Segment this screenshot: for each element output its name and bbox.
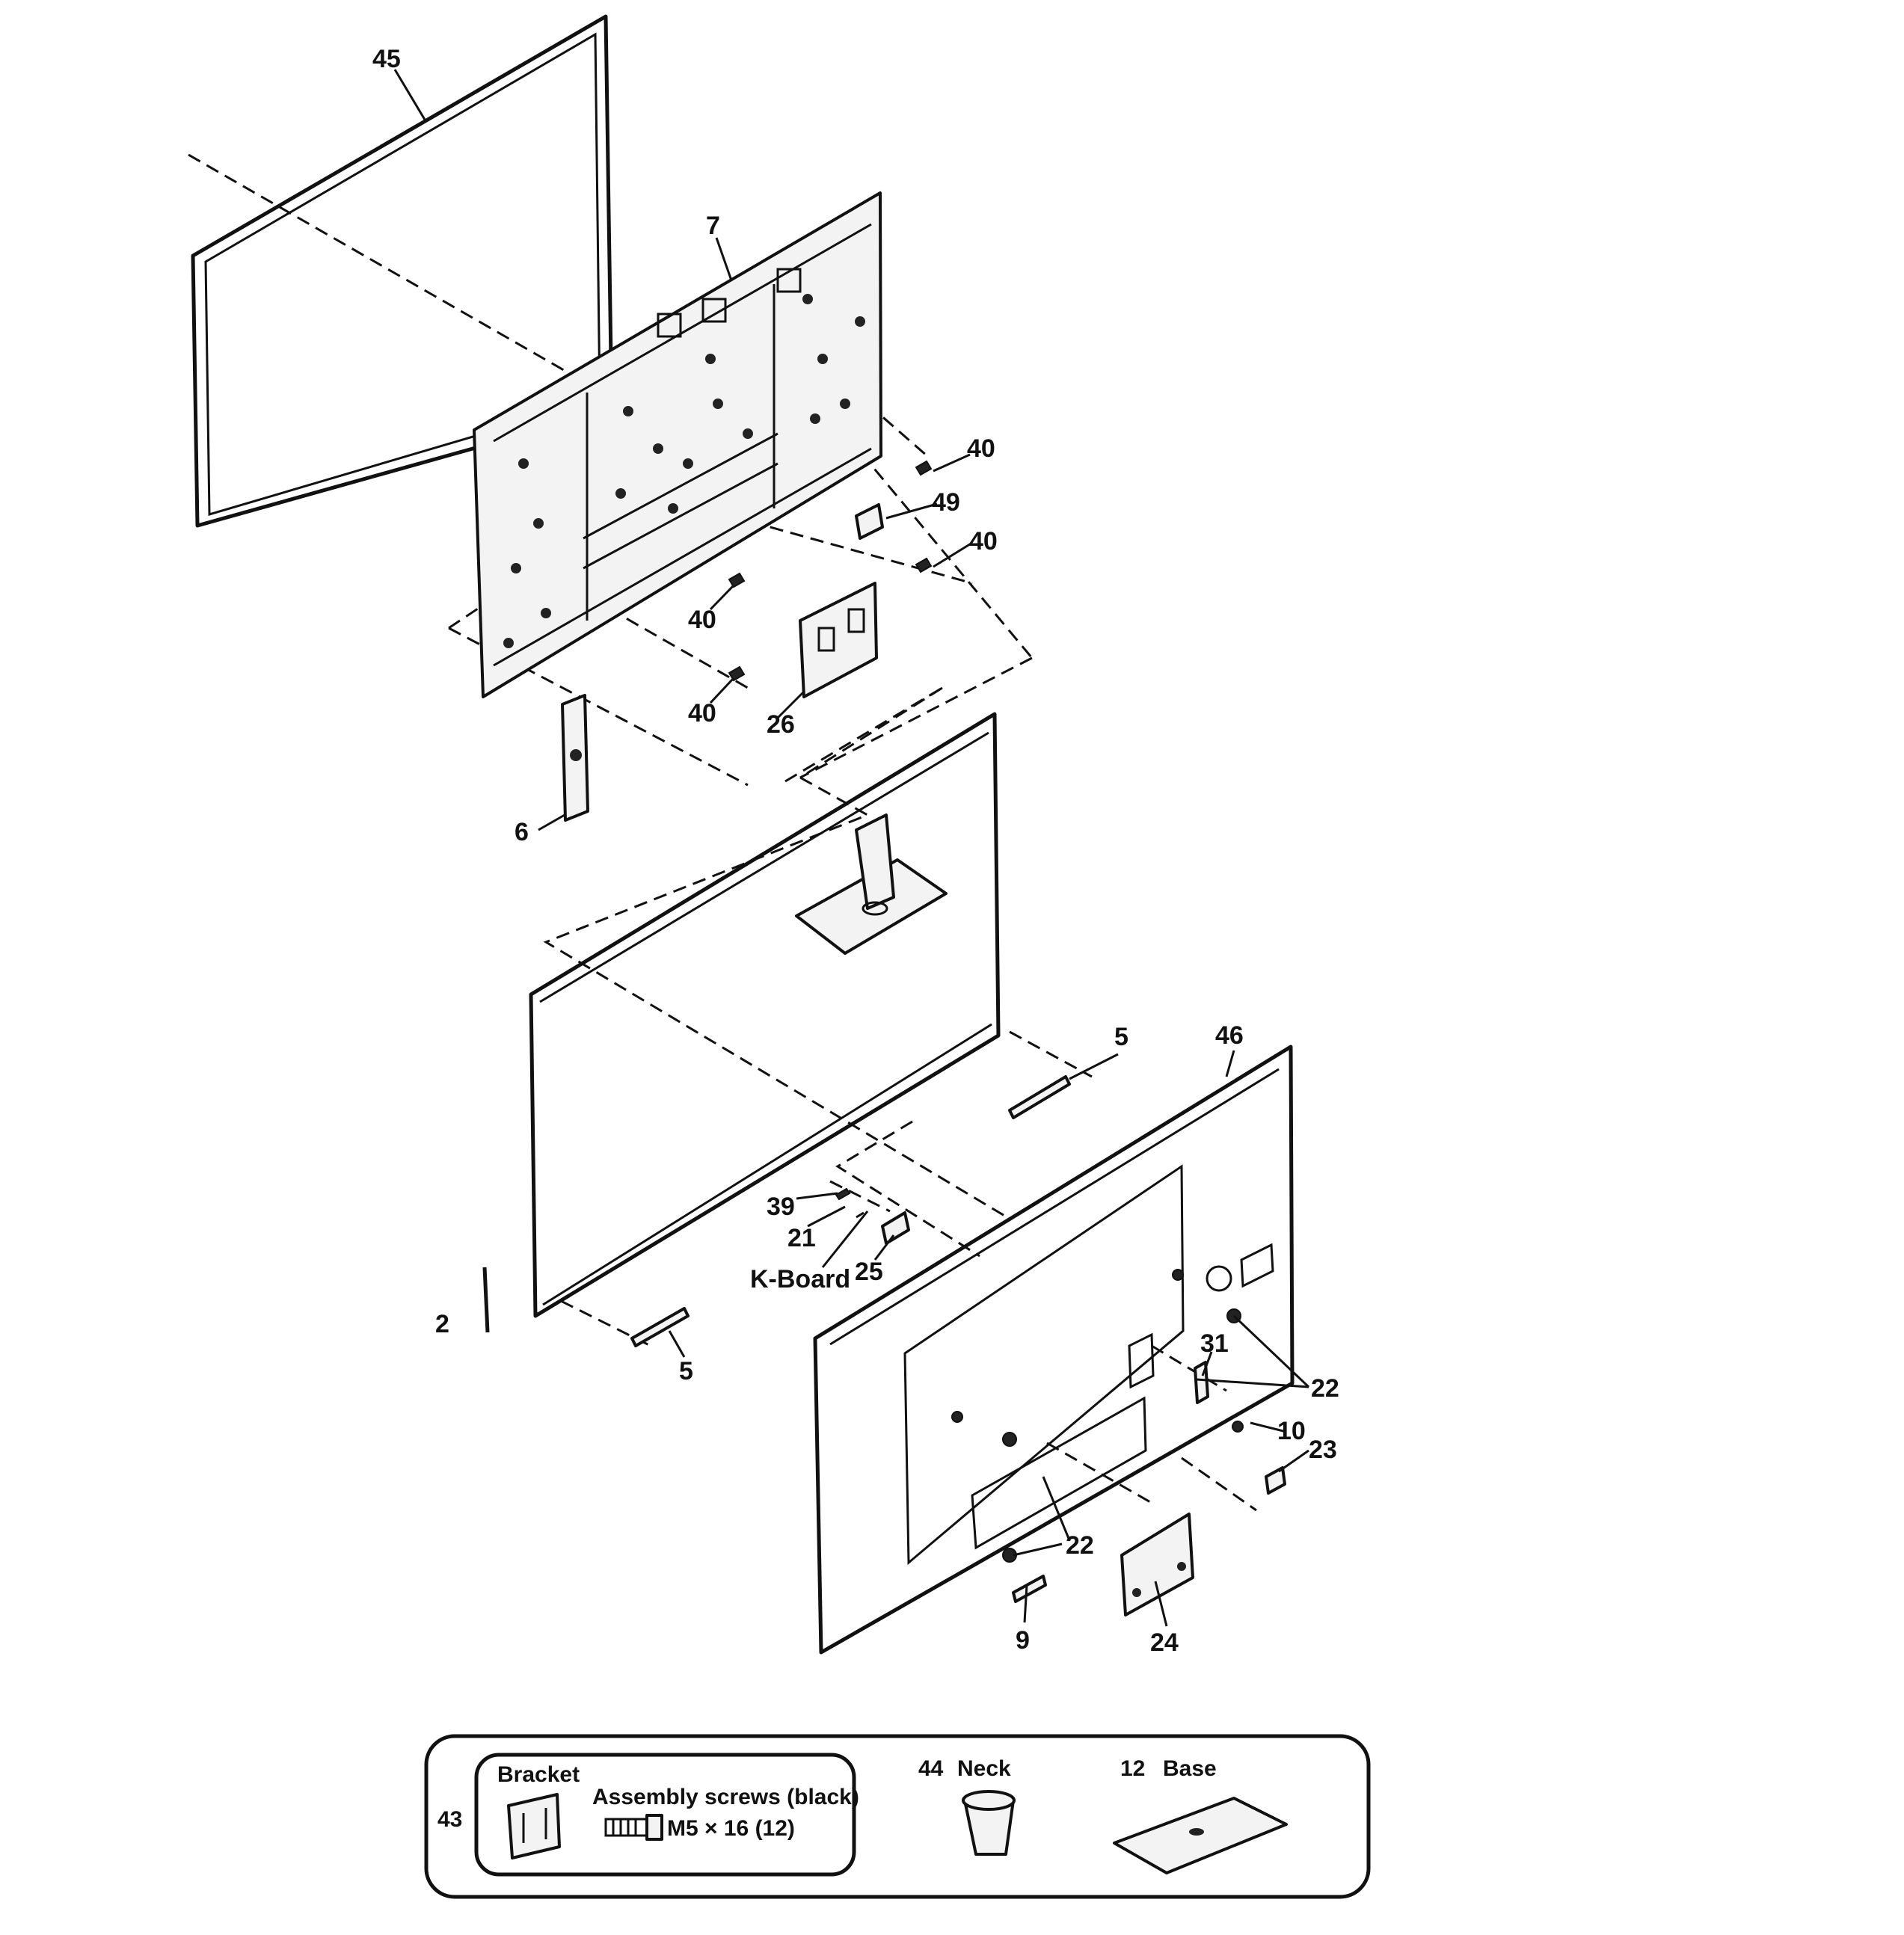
k-board-parts — [835, 1187, 910, 1245]
callout-31: 31 — [1200, 1329, 1229, 1358]
callout-26: 26 — [767, 710, 795, 739]
screw-22-icon — [951, 1269, 1241, 1563]
callout-40: 40 — [688, 606, 716, 634]
part-5-speaker-top — [1008, 1075, 1071, 1119]
part-6-side-bracket — [561, 694, 589, 822]
callout-39: 39 — [767, 1193, 795, 1221]
callout-9: 9 — [1016, 1626, 1030, 1655]
part-10-screw — [1232, 1421, 1244, 1433]
legend-item-44-label: Neck — [957, 1756, 1011, 1781]
leader-lines — [393, 69, 1310, 1627]
part-2-panel — [482, 712, 1001, 1333]
part-24-rear-bracket — [1120, 1513, 1194, 1616]
neck-icon — [962, 1790, 1016, 1856]
legend-item-44-number: 44 — [918, 1756, 944, 1781]
part-49-bracket — [855, 503, 884, 540]
callout-40: 40 — [969, 527, 998, 556]
callout-6: 6 — [515, 818, 529, 846]
callout-23: 23 — [1309, 1436, 1337, 1464]
stand-assembly — [795, 813, 948, 955]
callout-40: 40 — [688, 699, 716, 727]
callout-24: 24 — [1150, 1628, 1179, 1657]
legend-item-12-label: Base — [1163, 1756, 1217, 1781]
callout-46: 46 — [1215, 1021, 1244, 1050]
callout-22: 22 — [1311, 1374, 1339, 1403]
callout-5: 5 — [1114, 1023, 1128, 1051]
base-icon — [1113, 1797, 1288, 1874]
legend-screws-spec: M5 × 16 (12) — [667, 1816, 795, 1841]
callout-45: 45 — [372, 45, 401, 73]
legend-item-12-number: 12 — [1120, 1756, 1145, 1781]
part-23-connector — [1265, 1466, 1286, 1495]
callout-7: 7 — [706, 212, 720, 240]
part-26-stand-bracket — [799, 582, 878, 698]
legend-screws-label: Assembly screws (black) — [592, 1785, 859, 1809]
callout-k-board: K-Board — [750, 1265, 850, 1293]
callout-21: 21 — [787, 1224, 816, 1252]
chassis-mounting-holes — [503, 294, 865, 648]
bracket-icon — [507, 1793, 561, 1859]
legend-item-43-number: 43 — [437, 1807, 462, 1832]
callout-25: 25 — [855, 1258, 883, 1286]
part-5-speaker-bottom — [630, 1307, 690, 1347]
callout-10: 10 — [1277, 1417, 1306, 1445]
part-46-rear-cover — [813, 1045, 1295, 1655]
callout-2: 2 — [435, 1310, 449, 1338]
legend-bracket-label: Bracket — [497, 1762, 580, 1787]
screw-40-icon — [728, 460, 933, 682]
callout-labels: 45 7 40 49 40 40 40 26 6 5 46 39 21 25 K… — [372, 45, 1339, 1657]
callout-5: 5 — [679, 1357, 693, 1385]
callout-49: 49 — [932, 488, 960, 517]
part-9-plate — [1012, 1575, 1047, 1603]
callout-22: 22 — [1066, 1531, 1094, 1560]
legend-box: 43 Bracket Assembly screws (black) M5 × … — [424, 1734, 1371, 1899]
callout-40: 40 — [967, 434, 995, 463]
part-7-chassis-frame — [473, 191, 882, 698]
legend-item-43-group: Bracket Assembly screws (black) M5 × 16 … — [474, 1753, 859, 1877]
screw-icon — [604, 1814, 663, 1841]
